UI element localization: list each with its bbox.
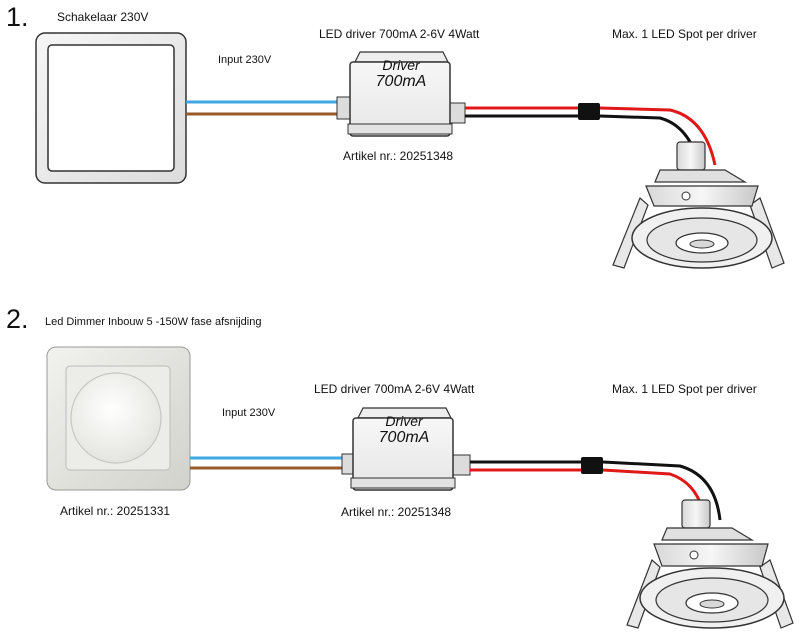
led-spot-1 xyxy=(612,141,785,269)
led-driver-1: Driver 700mA xyxy=(336,51,466,137)
driver-article-2: Artikel nr.: 20251348 xyxy=(341,505,452,519)
driver-label-line2: 700mA xyxy=(379,429,430,446)
led-driver-2: Driver 700mA xyxy=(341,407,471,491)
wall-switch xyxy=(35,32,187,184)
driver-label-line1: Driver xyxy=(382,57,421,73)
dimmer-label: Led Dimmer Inbouw 5 -150W fase afsnijdin… xyxy=(45,316,262,328)
section-number-2: 2. xyxy=(6,304,29,334)
input-label-1: Input 230V xyxy=(218,54,272,66)
driver-article-1: Artikel nr.: 20251348 xyxy=(343,149,454,163)
driver-title-2: LED driver 700mA 2-6V 4Watt xyxy=(314,382,475,396)
input-wires-1 xyxy=(186,100,347,116)
driver-title-1: LED driver 700mA 2-6V 4Watt xyxy=(319,27,480,41)
section-number-1: 1. xyxy=(6,2,29,32)
driver-label-line2: 700mA xyxy=(376,73,427,90)
switch-label: Schakelaar 230V xyxy=(57,10,149,24)
spot-label-2: Max. 1 LED Spot per driver xyxy=(612,382,757,396)
spot-label-1: Max. 1 LED Spot per driver xyxy=(612,27,757,41)
wall-dimmer xyxy=(46,346,191,491)
dimmer-article: Artikel nr.: 20251331 xyxy=(60,504,171,518)
led-spot-2 xyxy=(626,499,794,629)
driver-label-line1: Driver xyxy=(385,413,424,429)
input-wires-2 xyxy=(190,456,350,470)
input-label-2: Input 230V xyxy=(222,407,276,419)
